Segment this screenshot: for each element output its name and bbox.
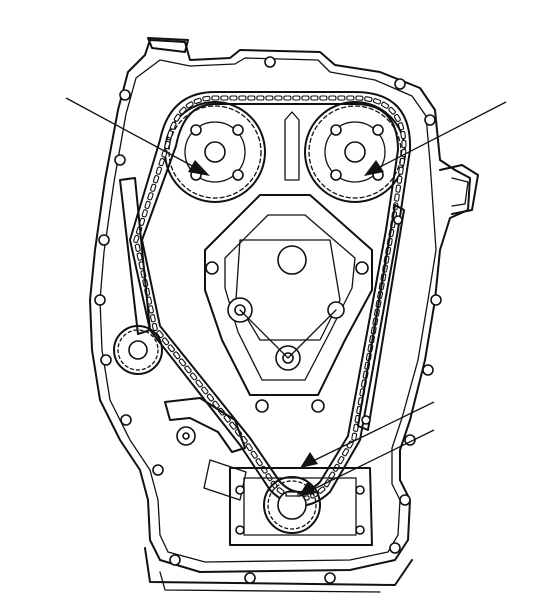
chain-link <box>223 415 230 423</box>
chain-tensioner <box>120 178 246 500</box>
chain-link <box>318 486 326 494</box>
chain-link <box>275 96 282 100</box>
chain-link <box>229 422 236 430</box>
chain-link <box>137 253 142 261</box>
chain-link <box>221 96 228 100</box>
chain-link <box>320 96 327 100</box>
chain-link <box>356 96 363 100</box>
chain-link <box>398 122 404 130</box>
chain-link <box>255 458 262 466</box>
chain-link <box>190 373 197 381</box>
chain-link <box>266 96 273 100</box>
cover-bolt-holes <box>95 57 441 583</box>
chain-link <box>207 394 214 402</box>
chain-link <box>152 323 157 331</box>
engine-front-cover <box>90 38 478 592</box>
chain-link <box>402 140 406 147</box>
chain-link <box>142 209 148 217</box>
chain-link <box>159 158 165 166</box>
chain-link <box>394 114 401 122</box>
chain-link <box>156 330 163 338</box>
chain-link <box>337 456 344 464</box>
chain-link <box>230 96 237 100</box>
chain-link <box>179 107 187 115</box>
idler-sprocket <box>114 326 162 374</box>
chain-link <box>173 351 180 359</box>
chain-link <box>347 96 354 100</box>
chain-link <box>302 96 309 100</box>
chain-link <box>150 184 156 192</box>
chain-link <box>174 114 181 122</box>
crank-upper-callout <box>300 402 434 468</box>
chain-link <box>364 97 372 102</box>
chain-link <box>311 96 318 100</box>
chain-link <box>170 122 176 130</box>
chain-link <box>373 98 381 104</box>
chain-guide <box>358 205 404 430</box>
chain-link <box>148 306 153 314</box>
chain-link <box>203 96 210 101</box>
chain-link <box>381 102 389 109</box>
exhaust-camshaft-sprocket <box>305 102 405 202</box>
crankshaft-sprocket <box>264 477 320 533</box>
chain-link <box>397 176 402 184</box>
chain-link <box>239 96 246 100</box>
chain-link <box>394 194 399 202</box>
chain-link <box>260 466 267 474</box>
chain-link <box>212 401 219 409</box>
crank-lower-callout <box>298 430 434 497</box>
chain-link <box>293 96 300 100</box>
chain-link <box>388 107 396 115</box>
chain-link <box>179 358 186 366</box>
chain-link <box>145 201 151 209</box>
chain-link <box>284 96 291 100</box>
chain-link <box>135 244 140 252</box>
oil-pump-housing <box>230 468 372 545</box>
chain-link <box>164 141 170 149</box>
chain-link <box>162 337 169 345</box>
chain-link <box>352 433 357 441</box>
chain-link <box>401 131 406 139</box>
chain-link <box>329 96 336 100</box>
chain-link <box>184 365 191 373</box>
chain-link <box>338 96 345 100</box>
chain-link <box>265 473 272 481</box>
chain-link <box>400 158 405 166</box>
chain-link <box>153 175 159 183</box>
chain-link <box>398 167 403 175</box>
left-cam-sprocket-callout <box>66 98 210 176</box>
chain-link <box>133 235 139 243</box>
cylinder-block-casting <box>205 112 372 412</box>
chain-link <box>156 167 162 175</box>
chain-link <box>201 387 208 395</box>
chain-link <box>396 185 401 193</box>
chain-link <box>150 314 155 322</box>
chain-link <box>167 130 173 138</box>
chain-link <box>248 96 255 100</box>
chain-link <box>212 96 219 100</box>
chain-link <box>195 380 202 388</box>
chain-link <box>246 443 253 451</box>
chain-link <box>186 101 194 108</box>
chain-link <box>147 192 153 200</box>
chain-link <box>194 98 202 104</box>
right-cam-sprocket-callout <box>364 102 506 176</box>
chain-link <box>251 451 258 459</box>
chain-link <box>342 448 349 456</box>
chain-link <box>167 344 174 352</box>
chain-link <box>257 96 264 100</box>
